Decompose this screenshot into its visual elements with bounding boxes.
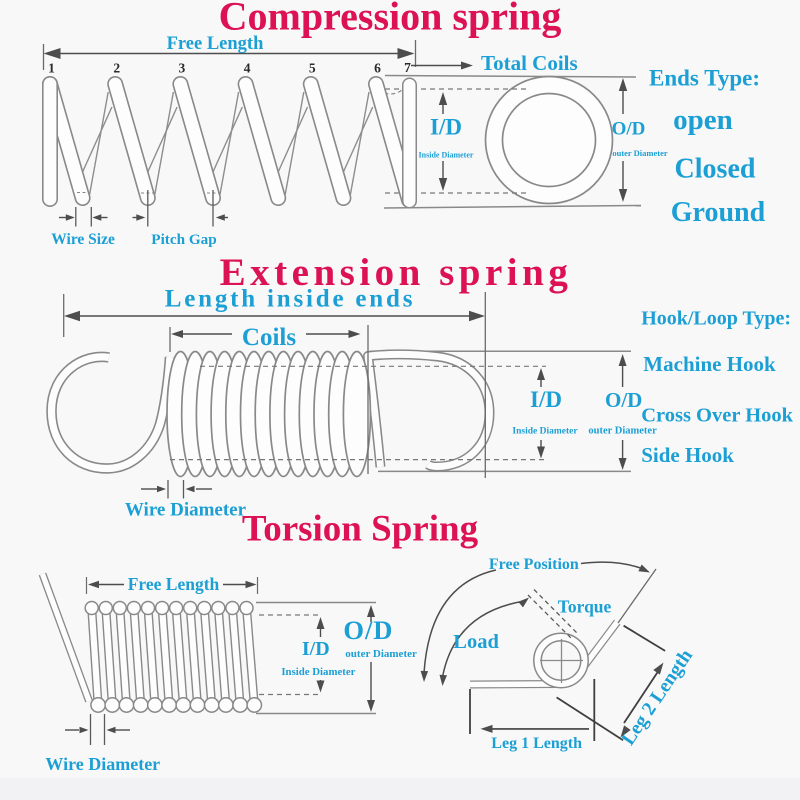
svg-text:6: 6 xyxy=(374,61,381,76)
svg-text:Inside Diameter: Inside Diameter xyxy=(281,666,355,678)
svg-text:2: 2 xyxy=(113,61,120,76)
svg-text:1: 1 xyxy=(48,61,55,76)
svg-text:Ends Type:: Ends Type: xyxy=(649,66,760,91)
svg-text:4: 4 xyxy=(244,61,251,76)
svg-text:Ground: Ground xyxy=(671,197,766,228)
svg-text:outer Diameter: outer Diameter xyxy=(588,426,657,437)
svg-text:Length inside ends: Length inside ends xyxy=(165,286,415,313)
svg-text:Cross Over Hook: Cross Over Hook xyxy=(641,405,793,427)
svg-text:Total Coils: Total Coils xyxy=(481,51,578,75)
svg-text:7: 7 xyxy=(404,60,411,75)
svg-text:outer Diameter: outer Diameter xyxy=(345,648,417,660)
svg-text:Free Position: Free Position xyxy=(489,556,579,573)
svg-text:I/D: I/D xyxy=(530,387,562,412)
svg-text:Inside Diameter: Inside Diameter xyxy=(419,151,474,160)
svg-text:I/D: I/D xyxy=(430,115,462,140)
svg-text:I/D: I/D xyxy=(302,638,330,660)
svg-text:Extension spring: Extension spring xyxy=(220,251,573,294)
svg-text:O/D: O/D xyxy=(612,119,646,140)
svg-text:Coils: Coils xyxy=(242,324,296,351)
svg-text:O/D: O/D xyxy=(605,388,642,412)
svg-text:Wire Diameter: Wire Diameter xyxy=(45,754,160,774)
svg-text:Machine Hook: Machine Hook xyxy=(643,352,776,376)
svg-text:Closed: Closed xyxy=(675,154,756,185)
svg-text:Load: Load xyxy=(453,631,499,653)
svg-text:Wire Size: Wire Size xyxy=(51,231,115,248)
svg-text:open: open xyxy=(673,104,733,136)
svg-text:5: 5 xyxy=(309,61,316,76)
svg-text:Wire Diameter: Wire Diameter xyxy=(125,500,247,521)
svg-text:Torque: Torque xyxy=(558,597,612,617)
svg-text:Free Length: Free Length xyxy=(167,34,264,54)
svg-text:Side Hook: Side Hook xyxy=(641,443,734,467)
svg-text:O/D: O/D xyxy=(343,615,393,645)
svg-text:Free Length: Free Length xyxy=(128,574,220,594)
svg-text:outer Diameter: outer Diameter xyxy=(612,148,668,158)
svg-text:3: 3 xyxy=(179,61,186,76)
svg-text:Leg 1 Length: Leg 1 Length xyxy=(491,735,582,752)
svg-text:Inside Diameter: Inside Diameter xyxy=(512,427,578,437)
svg-text:Hook/Loop Type:: Hook/Loop Type: xyxy=(641,308,791,330)
svg-text:Compression spring: Compression spring xyxy=(219,0,562,39)
svg-text:Torsion Spring: Torsion Spring xyxy=(242,509,479,550)
svg-text:Pitch Gap: Pitch Gap xyxy=(151,231,216,248)
